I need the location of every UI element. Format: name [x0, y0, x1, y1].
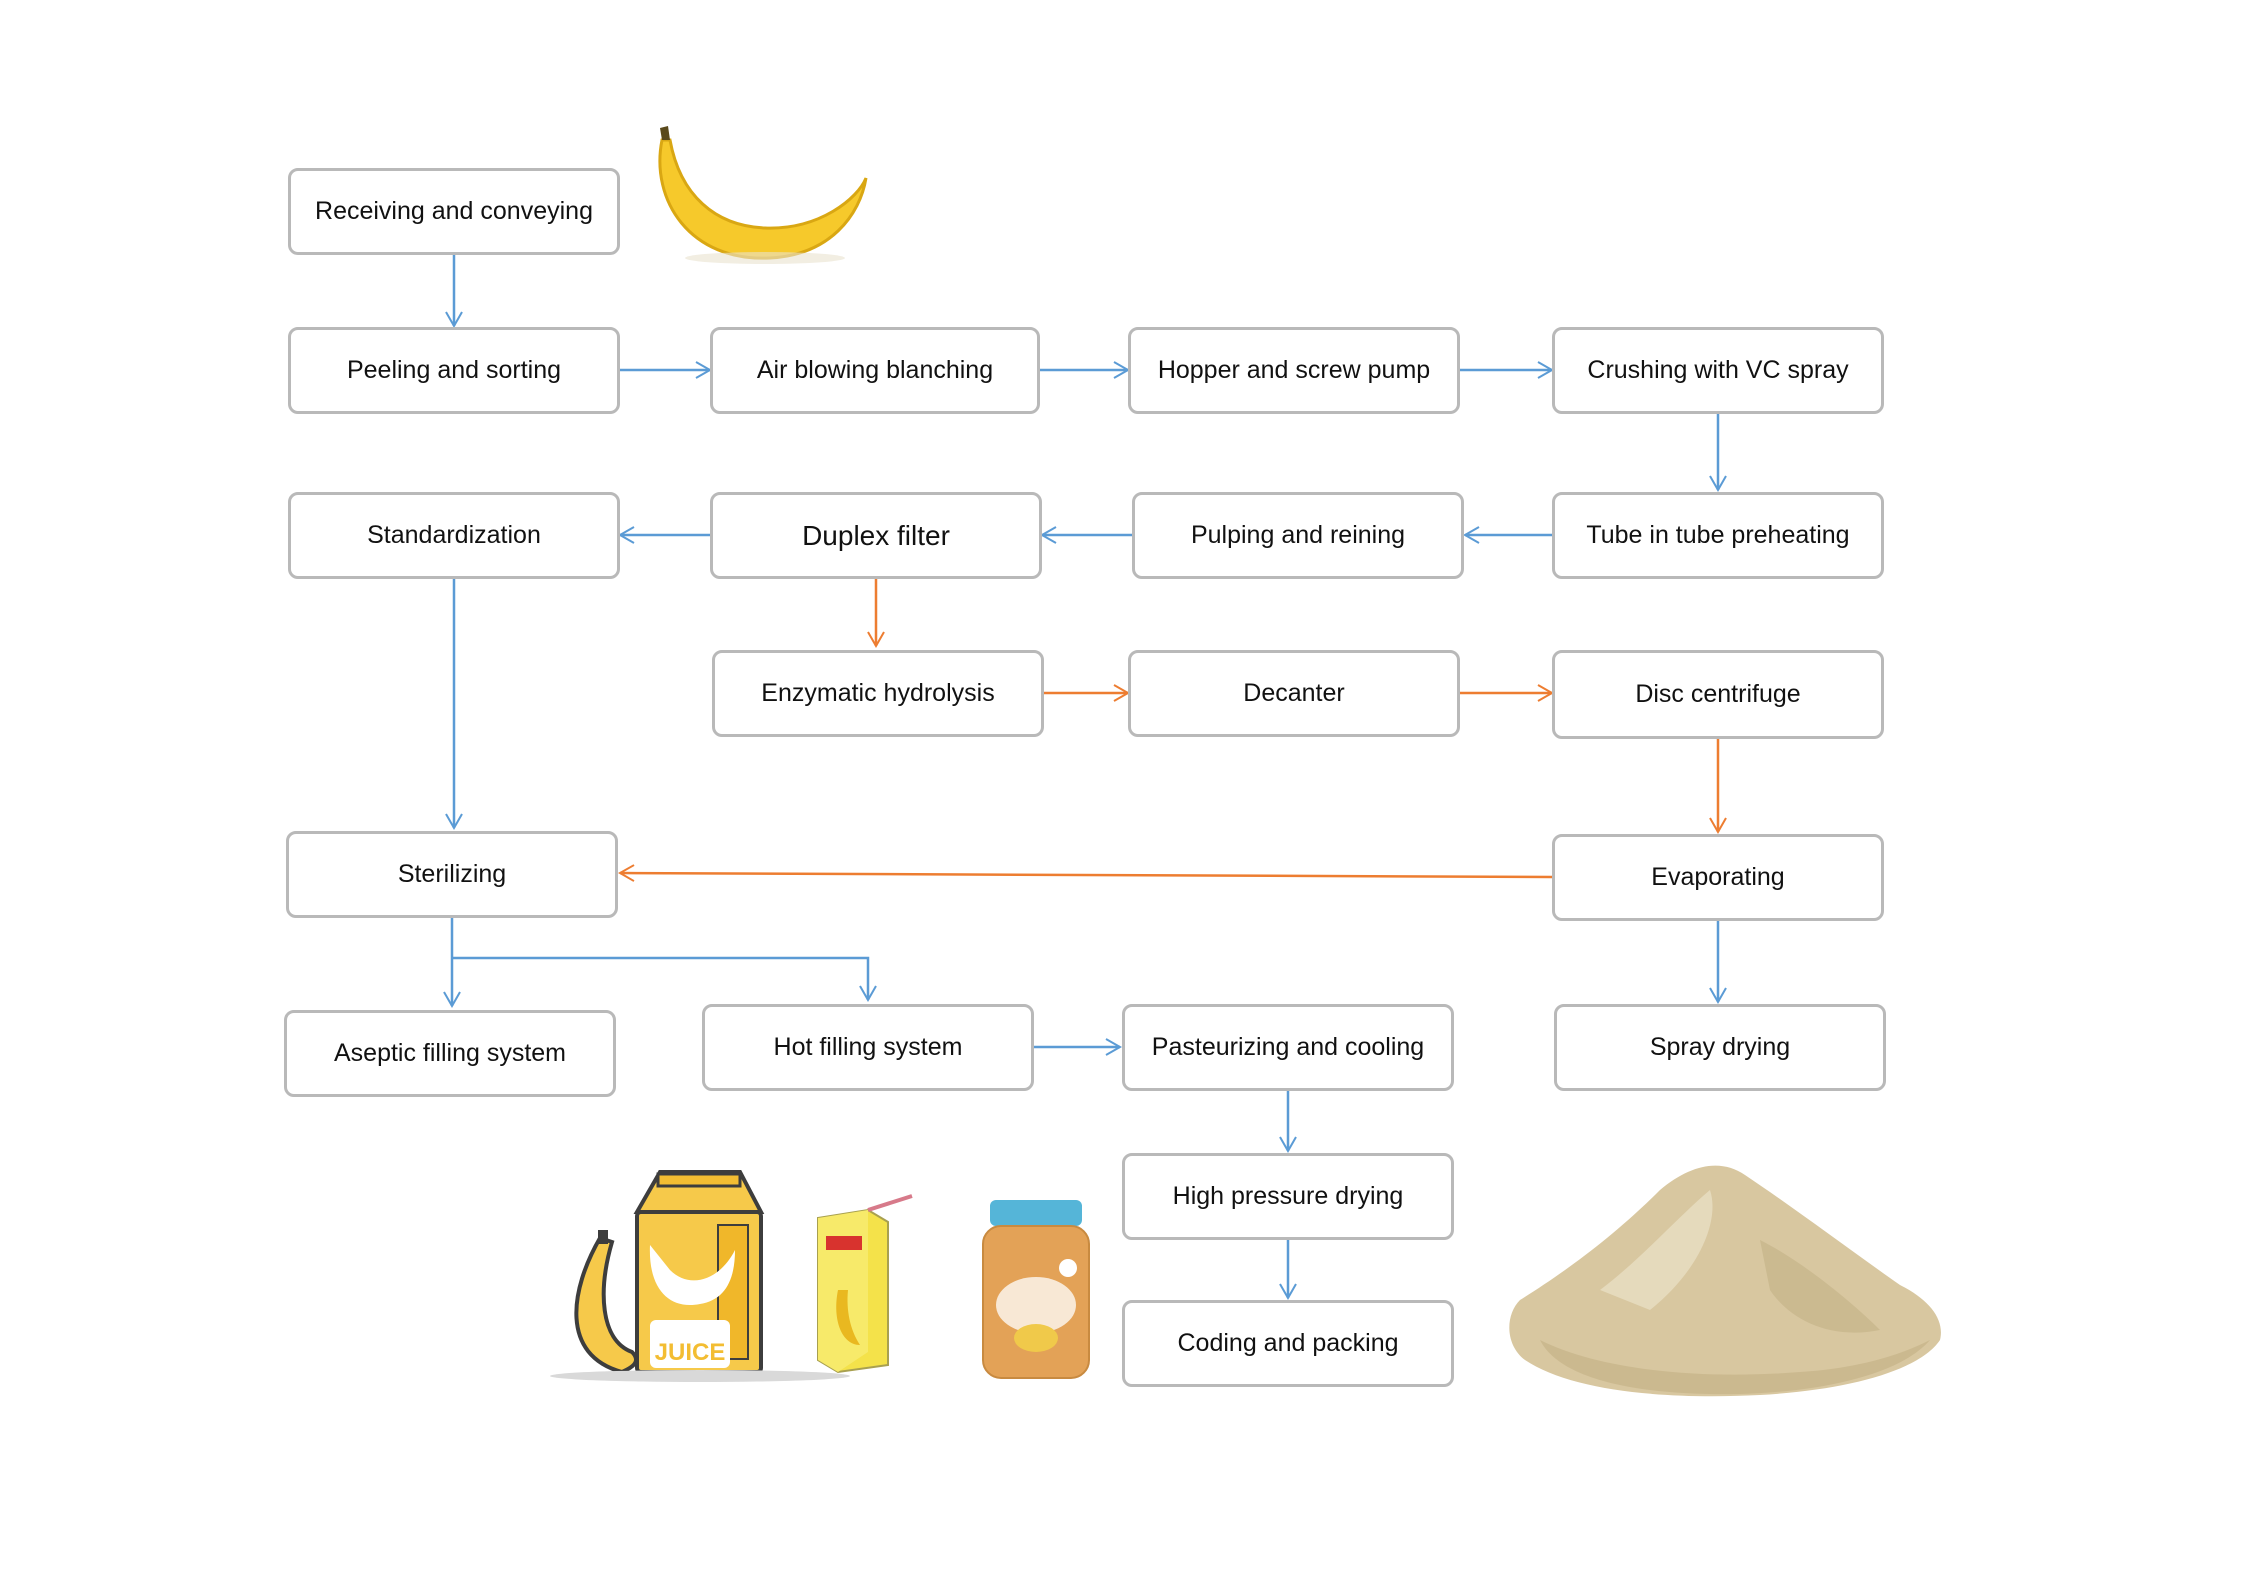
- step-crushing: Crushing with VC spray: [1552, 327, 1884, 414]
- juice-box-image: [817, 1194, 913, 1374]
- step-evaporating: Evaporating: [1552, 834, 1884, 921]
- step-hopper: Hopper and screw pump: [1128, 327, 1460, 414]
- step-aseptic: Aseptic filling system: [284, 1010, 616, 1097]
- banana-image: [658, 126, 868, 264]
- step-tube-preheating: Tube in tube preheating: [1552, 492, 1884, 579]
- juice-carton-image: JUICE: [550, 1170, 850, 1382]
- arrow-evaporating-to-sterilizing: [617, 864, 1553, 882]
- step-high-pressure: High pressure drying: [1122, 1153, 1454, 1240]
- step-hot-filling: Hot filling system: [702, 1004, 1034, 1091]
- arrow-sterilizing-to-hot-filling: [452, 956, 877, 1003]
- step-enzymatic: Enzymatic hydrolysis: [712, 650, 1044, 737]
- step-pulping: Pulping and reining: [1132, 492, 1464, 579]
- step-duplex-filter: Duplex filter: [710, 492, 1042, 579]
- step-air-blowing: Air blowing blanching: [710, 327, 1040, 414]
- step-standardization: Standardization: [288, 492, 620, 579]
- step-sterilizing: Sterilizing: [286, 831, 618, 918]
- step-decanter: Decanter: [1128, 650, 1460, 737]
- step-pasteurizing: Pasteurizing and cooling: [1122, 1004, 1454, 1091]
- step-spray-drying: Spray drying: [1554, 1004, 1886, 1091]
- step-receiving: Receiving and conveying: [288, 168, 620, 255]
- step-disc-centrifuge: Disc centrifuge: [1552, 650, 1884, 739]
- step-coding: Coding and packing: [1122, 1300, 1454, 1387]
- carton-label: JUICE: [655, 1339, 726, 1366]
- baby-food-jar-image: [982, 1200, 1090, 1379]
- powder-pile-image: [1509, 1165, 1941, 1397]
- step-peeling: Peeling and sorting: [288, 327, 620, 414]
